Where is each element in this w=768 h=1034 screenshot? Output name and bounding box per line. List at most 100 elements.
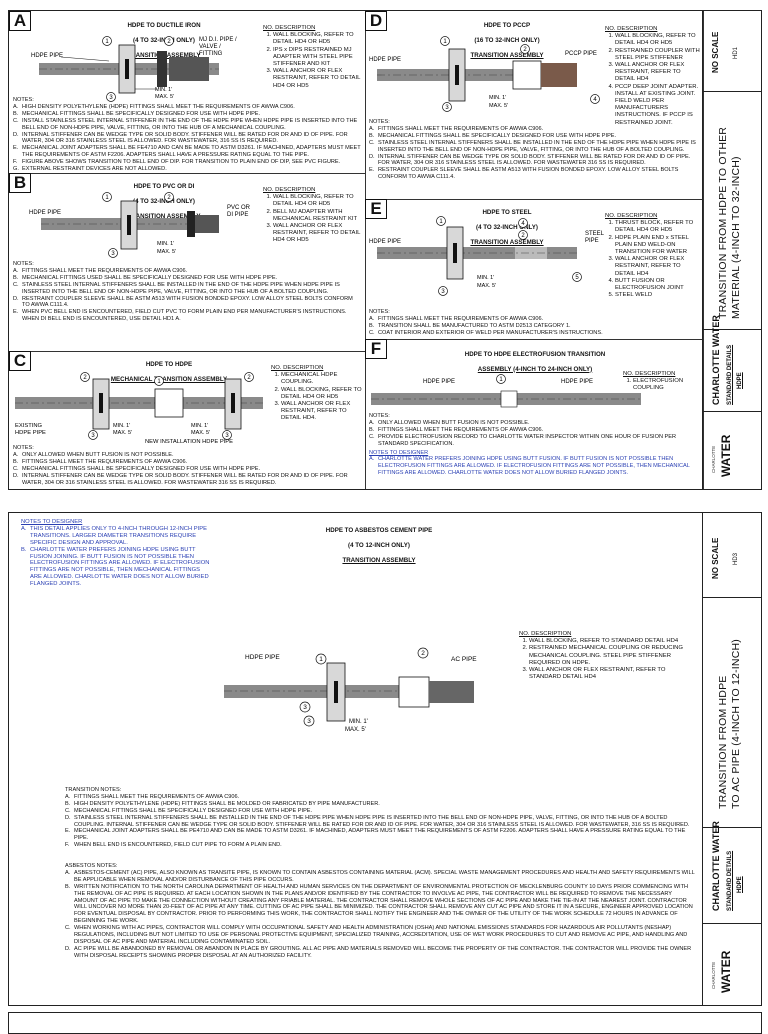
- max-dimension: MAX. 5': [191, 430, 210, 436]
- designer-notes-heading: NOTES TO DESIGNER: [21, 519, 83, 525]
- description-item: WALL BLOCKING, REFER TO STANDARD DETAIL …: [529, 638, 684, 645]
- description-item: WALL ANCHOR OR FLEX RESTRAINT, REFER TO …: [281, 401, 363, 423]
- note-item: D.AC PIPE WILL BE ABANDONED BY REMOVAL O…: [65, 945, 692, 959]
- note-item: A.FITTINGS SHALL MEET THE REQUIREMENTS O…: [13, 267, 188, 274]
- callout-3: 3: [445, 105, 449, 111]
- standard-details-subject: HDPE: [737, 372, 743, 389]
- note-item: C.COAT INTERIOR AND EXTERIOR OF WELD PER…: [369, 329, 603, 336]
- callout-3: 3: [109, 95, 113, 101]
- description-list: NO. DESCRIPTION WALL BLOCKING, REFER TO …: [263, 187, 363, 245]
- min-dimension: MIN. 1': [349, 719, 368, 725]
- callout-1: 1: [443, 39, 447, 45]
- designer-notes: NOTES TO DESIGNER A.THIS DETAIL APPLIES …: [21, 519, 211, 588]
- description-list: NO. DESCRIPTION WALL BLOCKING, REFER TO …: [263, 25, 363, 90]
- detail-drawing: HDPE PIPE MJ D.I. PIPE / VALVE /FITTING …: [31, 36, 237, 102]
- description-item: WALL ANCHOR OR FLEX RESTRAINT, REFER TO …: [615, 256, 701, 278]
- description-list: NO. DESCRIPTION WALL BLOCKING, REFER TO …: [605, 26, 701, 127]
- detail-panel-b: B HDPE TO PVC OR DI (4 TO 32-INCH ONLY) …: [9, 173, 366, 352]
- sheet-title: TRANSITION FROM HDPE TO AC PIPE (4-INCH …: [717, 639, 742, 809]
- scale-cell: NO SCALE HD1: [703, 11, 761, 92]
- sheet-number: HD1: [733, 46, 739, 59]
- description-item: WALL ANCHOR OR FLEX RESTRAINT, REFER TO …: [273, 68, 363, 90]
- callout-5: 5: [575, 275, 579, 281]
- bell-mj-adapter: [187, 211, 195, 237]
- note-item: C.MECHANICAL FITTINGS SHALL BE SPECIFICA…: [13, 465, 261, 472]
- notes-block: NOTES: A.FITTINGS SHALL MEET THE REQUIRE…: [369, 119, 699, 181]
- note-item: B.HIGH DENSITY POLYETHYLENE (HDPE) FITTI…: [65, 800, 380, 807]
- detail-panel-e: E HDPE TO STEEL (4 TO 32-INCH ONLY) TRAN…: [365, 199, 704, 340]
- organization-name: CHARLOTTE WATER: [711, 821, 721, 911]
- description-item: WALL ANCHOR OR FLEX RESTRAINT, REFER TO …: [273, 223, 363, 245]
- note-item: C.MECHANICAL FITTINGS SHALL BE SPECIFICA…: [65, 807, 313, 814]
- callout-2: 2: [521, 233, 525, 239]
- hdpe-pipe-label: HDPE PIPE: [245, 654, 280, 661]
- callout-3: 3: [303, 704, 307, 711]
- max-dimension: MAX. 5': [113, 430, 132, 436]
- detail-title: HDPE TO STEEL (4 TO 32-INCH ONLY) TRANSI…: [470, 208, 544, 246]
- note-item: A.FITTINGS SHALL MEET THE REQUIREMENTS O…: [65, 793, 240, 800]
- description-item: THRUST BLOCK, REFER TO DETAIL HD4 OR HD5: [615, 220, 701, 234]
- callout-2: 2: [247, 375, 251, 381]
- charlotte-water-logo: WATER: [719, 950, 733, 993]
- hdpe-pipe-label: HDPE PIPE: [31, 53, 63, 59]
- restrained-coupling: [398, 676, 430, 708]
- detail-sheet-hd1: A HDPE TO DUCTILE IRON (4 TO 32-INCH ONL…: [8, 10, 762, 490]
- sheet-title-cell: TRANSITION FROM HDPE TO AC PIPE (4-INCH …: [703, 597, 761, 828]
- note-item: A.FITTINGS SHALL MEET THE REQUIREMENTS O…: [369, 315, 544, 322]
- max-dimension: MAX. 5': [345, 727, 366, 733]
- standard-details-label: STANDARD DETAILS: [727, 344, 733, 405]
- hdpe-pipe-label: HDPE PIPE: [423, 379, 455, 385]
- description-list: NO. DESCRIPTION WALL BLOCKING, REFER TO …: [519, 631, 684, 681]
- detail-panel-a: A HDPE TO DUCTILE IRON (4 TO 32-INCH ONL…: [9, 11, 366, 174]
- callout-1: 1: [499, 377, 503, 383]
- detail-letter-b: B: [9, 173, 31, 193]
- organization-name: CHARLOTTE WATER: [711, 315, 721, 405]
- logo-cell: CHARLOTTE WATER: [703, 411, 761, 489]
- ac-pipe-label: AC PIPE: [451, 656, 477, 663]
- restrained-coupler: [512, 60, 542, 90]
- note-item: C.INSTALL STAINLESS STEEL INTERNAL STIFF…: [13, 117, 358, 131]
- logo-caption: CHARLOTTE: [711, 961, 716, 989]
- note-item: F.WHEN BELL END IS ENCOUNTERED, FIELD CU…: [65, 842, 282, 849]
- designer-note-item: A.CHARLOTTE WATER PREFERS JOINING HDPE U…: [369, 456, 690, 477]
- callout-1: 1: [105, 195, 109, 201]
- callout-2: 2: [421, 650, 425, 657]
- note-item: B.WRITTEN NOTIFICATION TO THE NORTH CARO…: [65, 883, 693, 925]
- logo-cell: CHARLOTTE WATER: [703, 923, 761, 1005]
- callout-3: 3: [91, 433, 95, 439]
- org-cell: CHARLOTTE WATER STANDARD DETAILS HDPE: [703, 315, 761, 412]
- charlotte-water-logo: WATER: [719, 434, 733, 477]
- description-item: MECHANICAL HDPE COUPLING.: [281, 372, 363, 386]
- detail-letter-c: C: [9, 351, 31, 371]
- designer-note-item: A.THIS DETAIL APPLIES ONLY TO 4-INCH THR…: [21, 525, 207, 546]
- sheet-title: TRANSITION FROM HDPE TO OTHER MATERIAL (…: [717, 126, 742, 319]
- detail-letter-e: E: [365, 199, 387, 219]
- min-dimension: MIN. 1': [191, 423, 208, 429]
- min-dimension: MIN. 1': [113, 423, 130, 429]
- callout-4: 4: [593, 97, 597, 103]
- note-item: A.ONLY ALLOWED WHEN BUTT FUSION IS NOT P…: [369, 419, 530, 426]
- note-item: A.ASBESTOS-CEMENT (AC) PIPE, ALSO KNOWN …: [65, 869, 695, 883]
- description-item: IPS x DIPS RESTRAINED MJ ADAPTER WITH ST…: [273, 47, 363, 69]
- transition-fitting: [515, 247, 547, 259]
- note-item: B.MECHANICAL FITTINGS USED SHALL BE SPEC…: [13, 274, 278, 281]
- label-line: VALVE /: [199, 44, 221, 50]
- note-item: C.STAINLESS STEEL INTERNAL STIFFENERS SH…: [369, 139, 696, 153]
- callout-3: 3: [307, 718, 311, 725]
- asbestos-notes: ASBESTOS NOTES: A.ASBESTOS-CEMENT (AC) P…: [65, 863, 695, 959]
- callout-1: 1: [157, 379, 161, 385]
- note-item: D.STAINLESS STEEL INTERNAL STIFFENERS SH…: [65, 814, 690, 828]
- di-pipe-bell: [169, 57, 209, 81]
- designer-note-item: B.CHARLOTTE WATER PREFERS JOINING HDPE U…: [21, 546, 210, 588]
- detail-panel-d: D HDPE TO PCCP (16 TO 32-INCH ONLY) TRAN…: [365, 11, 704, 200]
- notes-block: NOTES: A.ONLY ALLOWED WHEN BUTT FUSION I…: [13, 445, 361, 486]
- description-item: HDPE PLAIN END x STEEL PLAIN END WELD-ON…: [615, 235, 701, 257]
- note-item: F.FIGURE ABOVE SHOWS TRANSITION TO BELL …: [13, 159, 341, 166]
- notes-block: NOTES: A.ONLY ALLOWED WHEN BUTT FUSION I…: [369, 413, 699, 477]
- note-item: C.PROVIDE ELECTROFUSION RECORD TO CHARLO…: [369, 433, 677, 447]
- note-item: E.RESTRAINT COUPLER SLEEVE SHALL BE ASTM…: [369, 167, 679, 181]
- description-list: NO. DESCRIPTION MECHANICAL HDPE COUPLING…: [271, 365, 363, 423]
